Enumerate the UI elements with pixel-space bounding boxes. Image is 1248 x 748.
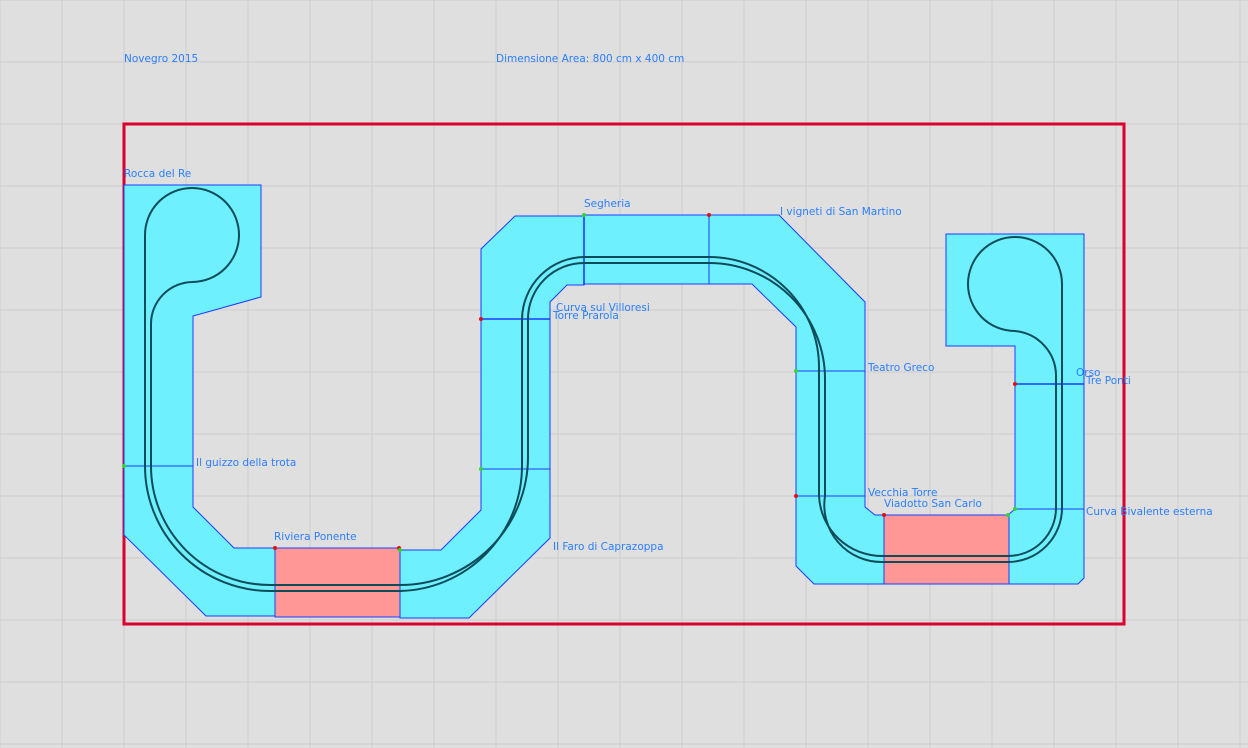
label-vigneti-san-martino: I vigneti di San Martino xyxy=(780,206,902,218)
labels: Novegro 2015 Dimensione Area: 800 cm x 4… xyxy=(124,53,1213,553)
piece-segheria[interactable] xyxy=(583,214,710,285)
connection-points xyxy=(122,213,1017,552)
bridge-viadotto-san-carlo[interactable] xyxy=(883,514,1010,585)
piece-teatro-greco[interactable] xyxy=(795,370,866,497)
rail-inner xyxy=(144,187,1063,592)
label-torre-prarola: Torre Prarola xyxy=(552,310,619,322)
label-teatro-greco: Teatro Greco xyxy=(867,362,934,374)
rail-outer xyxy=(150,262,1063,586)
label-riviera-ponente: Riviera Ponente xyxy=(274,531,357,543)
bridge-riviera-ponente[interactable] xyxy=(274,547,401,618)
label-curva-bivalente: Curva Bivalente esterna xyxy=(1086,506,1213,518)
label-orso: Orso xyxy=(1076,367,1100,379)
label-segheria: Segheria xyxy=(584,198,631,210)
label-rocca-del-re: Rocca del Re xyxy=(124,168,191,180)
label-viadotto-san-carlo: Viadotto San Carlo xyxy=(884,498,982,510)
piece-seams xyxy=(124,216,1084,510)
label-guizzo-della-trota: Il guizzo della trota xyxy=(196,457,296,469)
label-curva-villoresi: Curva sul Villoresi xyxy=(556,302,650,314)
area-dimension-label: Dimensione Area: 800 cm x 400 cm xyxy=(496,53,684,65)
date-label: Novegro 2015 xyxy=(124,53,198,65)
piece-tre-ponti[interactable] xyxy=(1014,383,1085,510)
rails xyxy=(144,187,1063,592)
piece-faro-caprazoppa[interactable] xyxy=(399,468,551,619)
piece-torre-prarola[interactable] xyxy=(480,318,551,470)
label-vecchia-torre: Vecchia Torre xyxy=(868,487,937,499)
bridges xyxy=(274,514,1010,618)
label-faro-caprazoppa: Il Faro di Caprazoppa xyxy=(553,541,664,553)
label-tre-ponti: Tre Ponti xyxy=(1085,375,1131,387)
piece-orso[interactable] xyxy=(945,233,1085,385)
